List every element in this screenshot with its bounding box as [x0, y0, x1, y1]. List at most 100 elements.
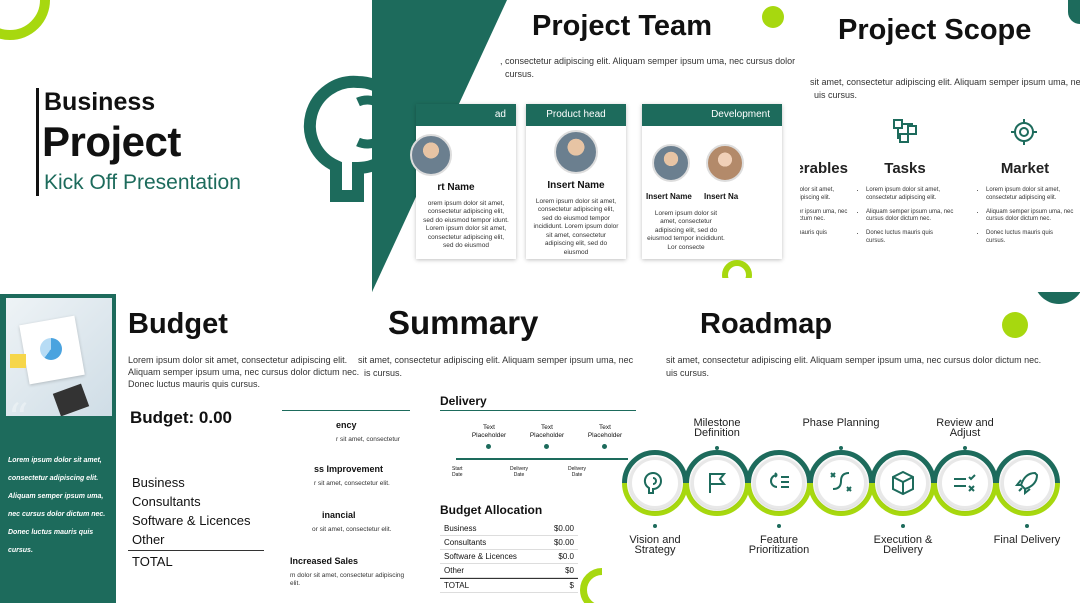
- roadmap-step-node[interactable]: [691, 457, 743, 509]
- summary-divider-left: [282, 410, 410, 411]
- team-card-3[interactable]: Development Insert Name Insert Na Lorem …: [642, 104, 782, 259]
- decor-lime-dot: [1002, 312, 1028, 338]
- avatar: [652, 144, 690, 182]
- timeline-dot: [544, 444, 549, 449]
- roadmap-step-node[interactable]: [753, 457, 805, 509]
- scope-column-deliverables: verables Lorem ipsum dolor sit amet, con…: [800, 160, 848, 252]
- summary-item-3: inancial or sit amet, consectetur elit.: [284, 510, 414, 534]
- roadmap-connector-dot: [653, 524, 657, 528]
- roadmap-intro: sit amet, consectetur adipiscing elit. A…: [666, 355, 1042, 365]
- route-icon: [830, 472, 852, 492]
- tasks-icon: [893, 119, 917, 143]
- roadmap-step-label: Milestone Definition: [693, 417, 741, 439]
- title-line-subtitle: Kick Off Presentation: [44, 171, 241, 194]
- budget-item: Business: [132, 475, 185, 490]
- decor-lime-dot: [762, 6, 784, 28]
- roadmap-step-node[interactable]: [939, 457, 991, 509]
- budget-title: Budget: [128, 308, 228, 340]
- summary-item-4: Increased Sales m dolor sit amet, consec…: [268, 556, 414, 589]
- team-member-name: Insert Name: [646, 192, 692, 201]
- checklist-icon: [954, 474, 976, 492]
- roadmap-connector-dot: [901, 524, 905, 528]
- summary-intro: sit amet, consectetur adipiscing elit. A…: [358, 355, 634, 365]
- team-card-1[interactable]: ad rt Name orem ipsum dolor sit amet, co…: [410, 104, 516, 259]
- delivery-top-1: Text Placeholder: [471, 424, 507, 440]
- quote-mark-icon: “: [8, 396, 29, 442]
- allocation-table: Business$0.00 Consultants$0.00 Software …: [440, 522, 578, 593]
- budget-photo: [6, 298, 112, 416]
- team-member-name-2: Insert Na: [704, 192, 739, 201]
- allocation-row: Business$0.00: [440, 522, 578, 536]
- roadmap-connector-dot: [963, 446, 967, 450]
- team-member-bio: orem ipsum dolor sit amet, consectetur a…: [423, 200, 509, 250]
- team-title: Project Team: [532, 10, 712, 42]
- scope-bullet: Lorem ipsum dolor sit amet, consectetur …: [800, 187, 848, 203]
- scope-column-tasks: Tasks Lorem ipsum dolor sit amet, consec…: [856, 160, 954, 252]
- summary-title: Summary: [388, 304, 539, 341]
- allocation-row: TOTAL$: [440, 578, 578, 593]
- budget-amount: Budget: 0.00: [130, 408, 233, 427]
- flag-icon: [709, 473, 727, 493]
- budget-slide[interactable]: “ Lorem ipsum dolor sit amet, consectetu…: [0, 292, 372, 603]
- summary-item-text: r sit amet, consectetur: [336, 436, 400, 443]
- team-member-name: Insert Name: [547, 180, 605, 191]
- rocket-icon: [1014, 471, 1039, 496]
- summary-item-1: ency r sit amet, consectetur: [284, 420, 414, 444]
- roadmap-step-label: Phase Planning: [802, 417, 880, 429]
- team-card-header: Product head: [526, 104, 626, 126]
- scope-column-market: Market Lorem ipsum dolor sit amet, conse…: [976, 160, 1074, 252]
- scope-bullet: Lorem ipsum dolor sit amet, consectetur …: [986, 187, 1074, 203]
- roadmap-step-node[interactable]: [1001, 457, 1053, 509]
- roadmap-connector-dot: [777, 524, 781, 528]
- list-refresh-icon: [770, 472, 789, 488]
- roadmap-step-node[interactable]: [815, 457, 867, 509]
- roadmap-step-node[interactable]: [877, 457, 929, 509]
- budget-total-label: TOTAL: [132, 554, 173, 569]
- delivery-bottom-3: Delivery Date: [567, 466, 587, 478]
- budget-item: Consultants: [132, 494, 201, 509]
- allocation-title: Budget Allocation: [440, 503, 543, 517]
- scope-bullet: Donec luctus mauris quis cursus.: [800, 230, 848, 246]
- scope-bullet: Donec luctus mauris quis cursus.: [986, 230, 1074, 246]
- scope-intro: sit amet, consectetur adipiscing elit. A…: [810, 77, 1080, 87]
- roadmap-intro-2: uis cursus.: [666, 368, 710, 378]
- roadmap-step-label: Review and Adjust: [936, 417, 994, 439]
- scope-bullet: Lorem ipsum dolor sit amet, consectetur …: [866, 187, 954, 203]
- team-card-2[interactable]: Product head Insert Name Lorem ipsum dol…: [526, 104, 626, 259]
- summary-item-2: ss Improvement r sit amet, consectetur e…: [284, 464, 414, 488]
- decor-teal-corner: [1068, 0, 1080, 24]
- scope-column-label: verables: [800, 160, 848, 177]
- scope-bullet: Aliquam semper ipsum uma, nec cursus dol…: [986, 209, 1074, 225]
- roadmap-title: Roadmap: [700, 308, 833, 340]
- scope-bullet: Aliquam semper ipsum uma, nec cursus dol…: [866, 209, 954, 225]
- scope-intro-2: uis cursus.: [814, 90, 858, 100]
- team-card-header: Development: [642, 104, 782, 126]
- delivery-bottom-2: Delivery Date: [509, 466, 529, 478]
- timeline-dot: [602, 444, 607, 449]
- team-member-bio: Lorem ipsum dolor sit amet, consectetur …: [647, 210, 725, 251]
- avatar: [410, 134, 452, 176]
- scope-column-label: Market: [1000, 160, 1050, 177]
- budget-items-list: Business Consultants Software & Licences…: [132, 473, 251, 549]
- deliverables-icon: [800, 120, 806, 144]
- roadmap-connector-dot: [1025, 524, 1029, 528]
- roadmap-slide[interactable]: Roadmap sit amet, consectetur adipiscing…: [622, 292, 1080, 603]
- photo-pie: [40, 338, 62, 360]
- summary-item-title: Increased Sales: [290, 556, 359, 566]
- budget-intro: Lorem ipsum dolor sit amet, consectetur …: [128, 355, 360, 390]
- decor-lime-arc: [722, 260, 752, 278]
- delivery-top-2: Text Placeholder: [529, 424, 565, 440]
- summary-item-title: ss Improvement: [314, 464, 384, 474]
- team-slide[interactable]: Project Team , consectetur adipiscing el…: [372, 0, 802, 292]
- team-member-name: rt Name: [437, 182, 475, 193]
- title-accent-bar: [36, 88, 39, 196]
- roadmap-step-node[interactable]: [629, 457, 681, 509]
- scope-bullet: Aliquam semper ipsum uma, nec cursus dol…: [800, 209, 848, 225]
- decor-lime-arc: [0, 0, 50, 40]
- scope-slide[interactable]: Project Scope sit amet, consectetur adip…: [800, 0, 1080, 292]
- scope-column-label: Tasks: [884, 160, 926, 177]
- allocation-row: Other$0: [440, 564, 578, 578]
- photo-sticky-note: [10, 354, 26, 368]
- team-card-header: ad: [416, 104, 516, 126]
- summary-slide[interactable]: Summary sit amet, consectetur adipiscing…: [260, 292, 660, 603]
